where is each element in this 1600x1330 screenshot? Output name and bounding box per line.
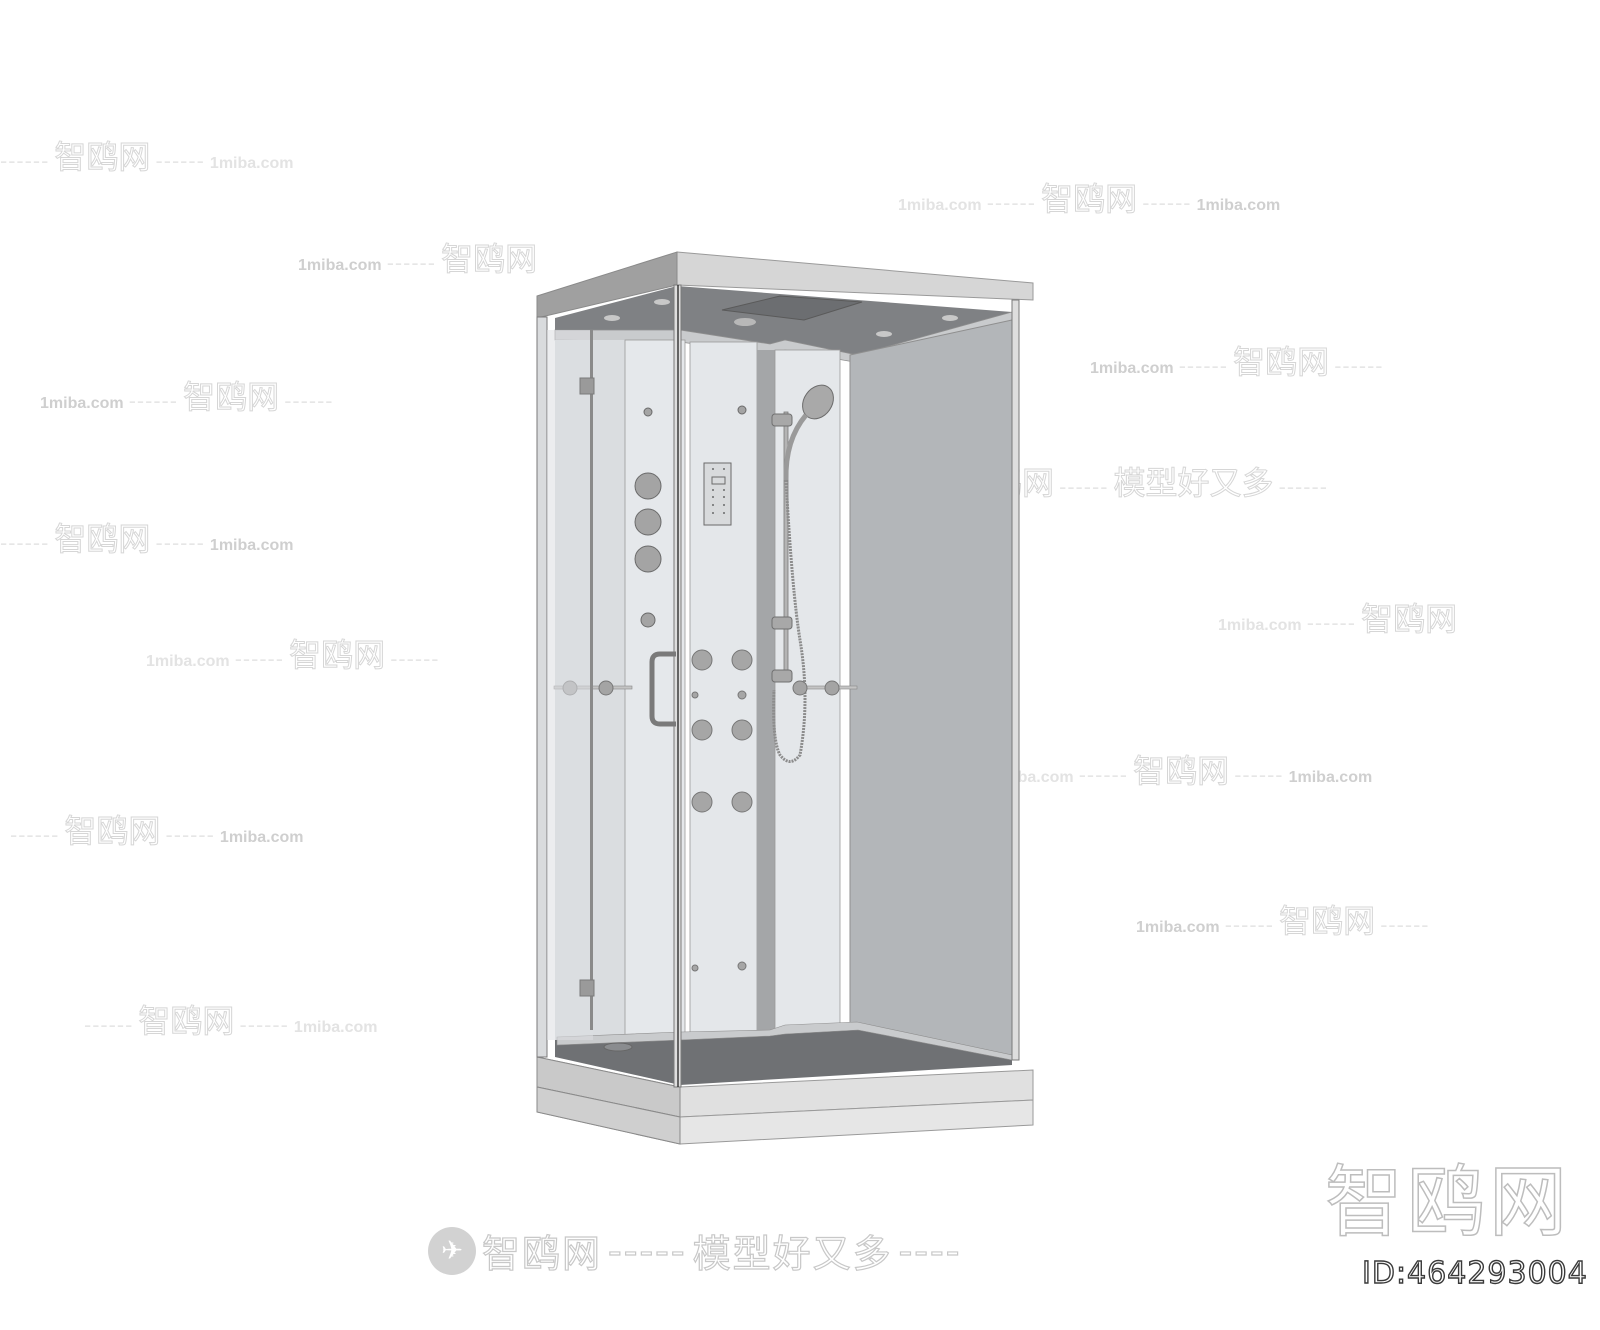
- watermark-row-12: 1miba.com ------ 智鸥网 ------: [1136, 896, 1430, 942]
- watermark-dash: ------: [234, 647, 284, 671]
- watermark-domain: 1miba.com: [1196, 197, 1281, 214]
- watermark-dash: ------: [284, 389, 334, 413]
- watermark-row-2: 1miba.com ------ 智鸥网 ------ 1miba.com: [898, 174, 1280, 220]
- watermark-row-7: ------ 智鸥网 ------ 1miba.com: [0, 514, 294, 560]
- control-keypad: [703, 405, 747, 526]
- shower-tray: [555, 1021, 1013, 1085]
- watermark-row-13: ------ 智鸥网 ------ 1miba.com: [84, 996, 378, 1042]
- door-handle: [649, 651, 676, 727]
- watermark-domain: 1miba.com: [1136, 919, 1220, 936]
- watermark-row-5: 1miba.com ------ 智鸥网 ------: [40, 372, 334, 418]
- watermark-brand: 智鸥网: [441, 240, 538, 279]
- watermark-dash: ------: [1380, 913, 1430, 937]
- watermark-dash: ------: [239, 1013, 289, 1037]
- watermark-dash: ------: [1224, 913, 1274, 937]
- watermark-domain: 1miba.com: [209, 155, 294, 172]
- watermark-dash: ------: [0, 531, 50, 555]
- watermark-domain: 1miba.com: [219, 829, 304, 846]
- hand-shower: [771, 384, 834, 763]
- watermark-brand: 智鸥网: [1361, 600, 1458, 639]
- watermark-brand: 智鸥网: [1133, 752, 1230, 791]
- watermark-dash: ------: [1078, 763, 1128, 787]
- bird-logo-icon: ✈: [428, 1226, 476, 1275]
- watermark-dash: ------: [155, 149, 205, 173]
- watermark-brand: 智鸥网: [54, 138, 151, 177]
- watermark-dash: ------: [10, 823, 60, 847]
- watermark-dash: ------: [1334, 354, 1384, 378]
- watermark-brand: 智鸥网: [183, 378, 280, 417]
- body-jets: [691, 649, 753, 972]
- watermark-brand: 智鸥网: [1041, 180, 1138, 219]
- watermark-domain: 1miba.com: [298, 257, 382, 274]
- watermark-dash: ------: [1306, 611, 1356, 635]
- bottom-watermark-banner: ✈ 智鸥网 ----- 模型好又多 ----: [428, 1223, 961, 1278]
- watermark-domain: 1miba.com: [146, 653, 230, 670]
- watermark-brand: 智鸥网: [54, 520, 151, 559]
- watermark-dash: ------: [386, 251, 436, 275]
- watermark-dash: ------: [1234, 763, 1284, 787]
- watermark-row-3: 1miba.com ------ 智鸥网: [298, 234, 538, 280]
- banner-slogan: 模型好又多: [692, 1231, 893, 1276]
- watermark-slogan: 模型好又多: [1113, 464, 1274, 503]
- frame: [536, 284, 1020, 1088]
- banner-dash: -----: [607, 1228, 687, 1273]
- watermark-domain: 1miba.com: [40, 395, 124, 412]
- watermark-row-9: 1miba.com ------ 智鸥网 ------: [146, 630, 440, 676]
- watermark-dash: ------: [1142, 191, 1192, 215]
- banner-tail-dash: ----: [898, 1228, 962, 1273]
- watermark-dash: ------: [84, 1013, 134, 1037]
- watermark-domain: 1miba.com: [1090, 360, 1174, 377]
- watermark-row-1: ------ 智鸥网 ------ 1miba.com: [0, 132, 294, 178]
- model-id-label: ID:464293004: [1361, 1255, 1588, 1291]
- watermark-brand: 智鸥网: [138, 1002, 235, 1041]
- watermark-dash: ------: [986, 191, 1036, 215]
- watermark-brand: 智鸥网: [289, 636, 386, 675]
- watermark-dash: ------: [1178, 354, 1228, 378]
- watermark-domain: 1miba.com: [1288, 769, 1373, 786]
- watermark-dash: ------: [0, 149, 50, 173]
- watermark-domain: 1miba.com: [209, 537, 294, 554]
- watermark-dash: ------: [155, 531, 205, 555]
- watermark-brand: 智鸥网: [1233, 343, 1330, 382]
- watermark-dash: ------: [1278, 475, 1328, 499]
- watermark-dash: ------: [128, 389, 178, 413]
- control-knobs: [634, 407, 662, 628]
- watermark-big-logo: 智鸥网: [1324, 1157, 1572, 1249]
- watermark-row-11: ------ 智鸥网 ------ 1miba.com: [10, 806, 304, 852]
- watermark-row-8: 1miba.com ------ 智鸥网: [1218, 594, 1458, 640]
- watermark-domain: 1miba.com: [1218, 617, 1302, 634]
- watermark-dash: ------: [1059, 475, 1109, 499]
- roof: [536, 251, 1034, 364]
- watermark-domain: 1miba.com: [293, 1019, 378, 1036]
- banner-brand: 智鸥网: [481, 1231, 603, 1276]
- watermark-brand: 智鸥网: [1279, 902, 1376, 941]
- watermark-dash: ------: [165, 823, 215, 847]
- watermark-dash: ------: [390, 647, 440, 671]
- watermark-brand: 智鸥网: [64, 812, 161, 851]
- watermark-row-4: 1miba.com ------ 智鸥网 ------: [1090, 337, 1384, 383]
- watermark-domain: 1miba.com: [898, 197, 982, 214]
- base-plinth: [536, 1056, 1034, 1145]
